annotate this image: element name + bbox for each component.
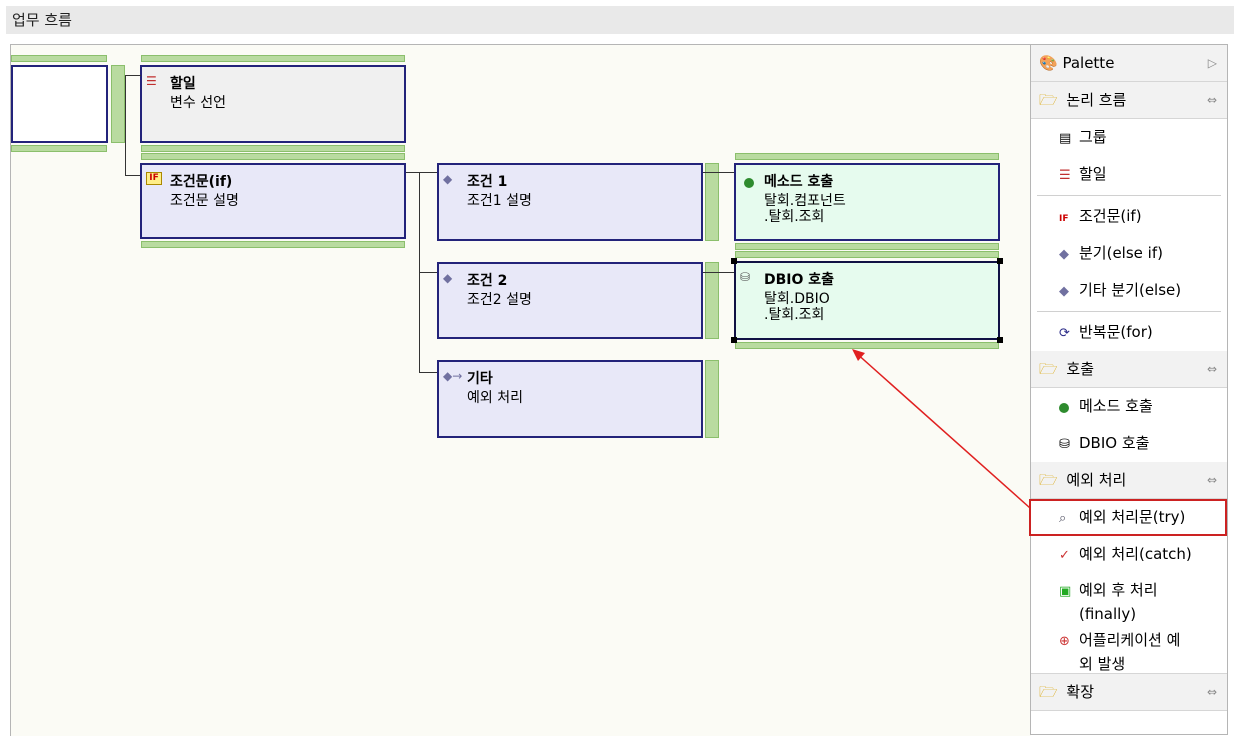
section-call[interactable]: 🗁 호출 ⇔ [1031, 351, 1227, 388]
connector-bar [735, 251, 999, 258]
task-desc: 변수 선언 [170, 95, 226, 111]
try-icon: ⌕ [1059, 511, 1067, 526]
connector-bar [735, 153, 999, 160]
separator [1037, 195, 1221, 196]
connector-bar [141, 145, 405, 152]
palette-item-else-if[interactable]: ◆분기(else if) [1031, 235, 1227, 272]
section-label: 논리 흐름 [1066, 91, 1127, 109]
method-call-icon [744, 174, 764, 190]
else-if-icon: ◆ [1059, 247, 1069, 262]
connector-bar [705, 163, 719, 241]
method-desc-1: 탈회.컴포넌트 [764, 193, 846, 209]
selection-handle[interactable] [997, 258, 1003, 264]
method-title: 메소드 호출 [764, 174, 834, 190]
collapse-icon[interactable]: ⇔ [1206, 362, 1217, 376]
if-icon: IF [146, 172, 162, 185]
else-title: 기타 [467, 371, 493, 387]
connector-bar [141, 153, 405, 160]
connector-bar [705, 360, 719, 438]
task-list-icon: ☰ [146, 74, 157, 88]
folder-icon: 🗁 [1039, 360, 1058, 378]
collapse-icon[interactable]: ⇔ [1206, 473, 1217, 487]
catch-icon: ✓ [1059, 548, 1070, 563]
finally-icon: ▣ [1059, 584, 1072, 599]
connector-bar [735, 243, 999, 250]
connector-bar [11, 145, 107, 152]
method-call-node[interactable]: 메소드 호출 탈회.컴포넌트 .탈회.조회 [734, 163, 1000, 241]
palette-title: Palette [1062, 54, 1115, 72]
condition-2-title: 조건 2 [467, 273, 508, 289]
folder-icon: 🗁 [1039, 91, 1058, 109]
condition-1-desc: 조건1 설명 [467, 193, 532, 209]
folder-icon: 🗁 [1039, 471, 1058, 489]
collapse-arrow-icon[interactable]: ▷ [1207, 56, 1217, 70]
palette-item-finally[interactable]: ▣예외 후 처리 (finally) [1059, 581, 1158, 623]
palette-item-dbio-call[interactable]: ⛁DBIO 호출 [1031, 425, 1227, 462]
if-title: 조건문(if) [170, 174, 233, 190]
else-node[interactable]: ◆→ 기타 예외 처리 [437, 360, 703, 438]
selection-handle[interactable] [731, 258, 737, 264]
else-if-icon: ◆ [443, 271, 453, 285]
collapse-icon[interactable]: ⇔ [1206, 685, 1217, 699]
palette-item-app-exception[interactable]: ⊕어플리케이션 예 외 발생 [1059, 631, 1181, 673]
dbio-call-node[interactable]: ⛁ DBIO 호출 탈회.DBIO .탈회.조회 [734, 261, 1000, 340]
app-exception-icon: ⊕ [1059, 634, 1070, 649]
dbio-icon: ⛁ [740, 270, 751, 284]
palette-item-for[interactable]: ⟳반복문(for) [1031, 314, 1227, 351]
group-icon: ▤ [1059, 131, 1072, 146]
selection-handle[interactable] [731, 337, 737, 343]
palette-item-catch[interactable]: ✓예외 처리(catch) [1031, 536, 1227, 573]
section-label: 확장 [1066, 683, 1094, 701]
method-desc-2: .탈회.조회 [764, 209, 825, 225]
palette-icon: 🎨 [1039, 54, 1058, 72]
if-node[interactable]: IF 조건문(if) 조건문 설명 [140, 163, 406, 239]
task-node[interactable]: ☰ 할일 변수 선언 [140, 65, 406, 143]
method-call-icon [1059, 389, 1079, 426]
else-if-icon: ◆ [443, 172, 453, 186]
section-exception[interactable]: 🗁 예외 처리 ⇔ [1031, 462, 1227, 499]
section-extension[interactable]: 🗁 확장 ⇔ [1031, 673, 1227, 711]
condition-node-2[interactable]: ◆ 조건 2 조건2 설명 [437, 262, 703, 339]
dbio-desc-2: .탈회.조회 [764, 307, 825, 323]
dbio-desc-1: 탈회.DBIO [764, 291, 830, 307]
selection-handle[interactable] [997, 337, 1003, 343]
palette-item-task[interactable]: ☰할일 [1031, 156, 1227, 193]
palette-item-group[interactable]: ▤그룹 [1031, 119, 1227, 156]
palette-item-try[interactable]: ⌕예외 처리문(try) [1029, 499, 1227, 536]
palette-item-else[interactable]: ◆기타 분기(else) [1031, 272, 1227, 309]
if-desc: 조건문 설명 [170, 193, 239, 209]
connector-bar [11, 55, 107, 62]
else-icon: ◆→ [443, 369, 463, 383]
diagram-canvas[interactable]: ☰ 할일 변수 선언 IF 조건문(if) 조건문 설명 ◆ 조건 1 조건1 … [10, 44, 1031, 736]
section-logic-flow[interactable]: 🗁 논리 흐름 ⇔ [1031, 82, 1227, 119]
else-desc: 예외 처리 [467, 390, 523, 406]
if-icon: IF [1059, 214, 1069, 224]
section-label: 호출 [1066, 360, 1094, 378]
partial-node[interactable] [11, 65, 108, 143]
else-icon: ◆ [1059, 284, 1069, 299]
section-label: 예외 처리 [1066, 471, 1127, 489]
connector-bar [141, 55, 405, 62]
loop-icon: ⟳ [1059, 326, 1070, 341]
connector-bar [705, 262, 719, 339]
condition-2-desc: 조건2 설명 [467, 292, 532, 308]
dbio-icon: ⛁ [1059, 437, 1070, 452]
task-title: 할일 [170, 76, 196, 92]
palette-item-method-call[interactable]: 메소드 호출 [1031, 388, 1227, 425]
connector-bar [735, 342, 999, 349]
palette-header[interactable]: 🎨 Palette ▷ [1031, 45, 1227, 82]
connector-bar [141, 241, 405, 248]
condition-1-title: 조건 1 [467, 174, 508, 190]
separator [1037, 311, 1221, 312]
panel-title: 업무 흐름 [6, 6, 1234, 34]
dbio-title: DBIO 호출 [764, 272, 835, 288]
condition-node-1[interactable]: ◆ 조건 1 조건1 설명 [437, 163, 703, 241]
task-icon: ☰ [1059, 168, 1071, 183]
folder-icon: 🗁 [1039, 683, 1058, 701]
collapse-icon[interactable]: ⇔ [1206, 93, 1217, 107]
connector-bar [111, 65, 125, 143]
